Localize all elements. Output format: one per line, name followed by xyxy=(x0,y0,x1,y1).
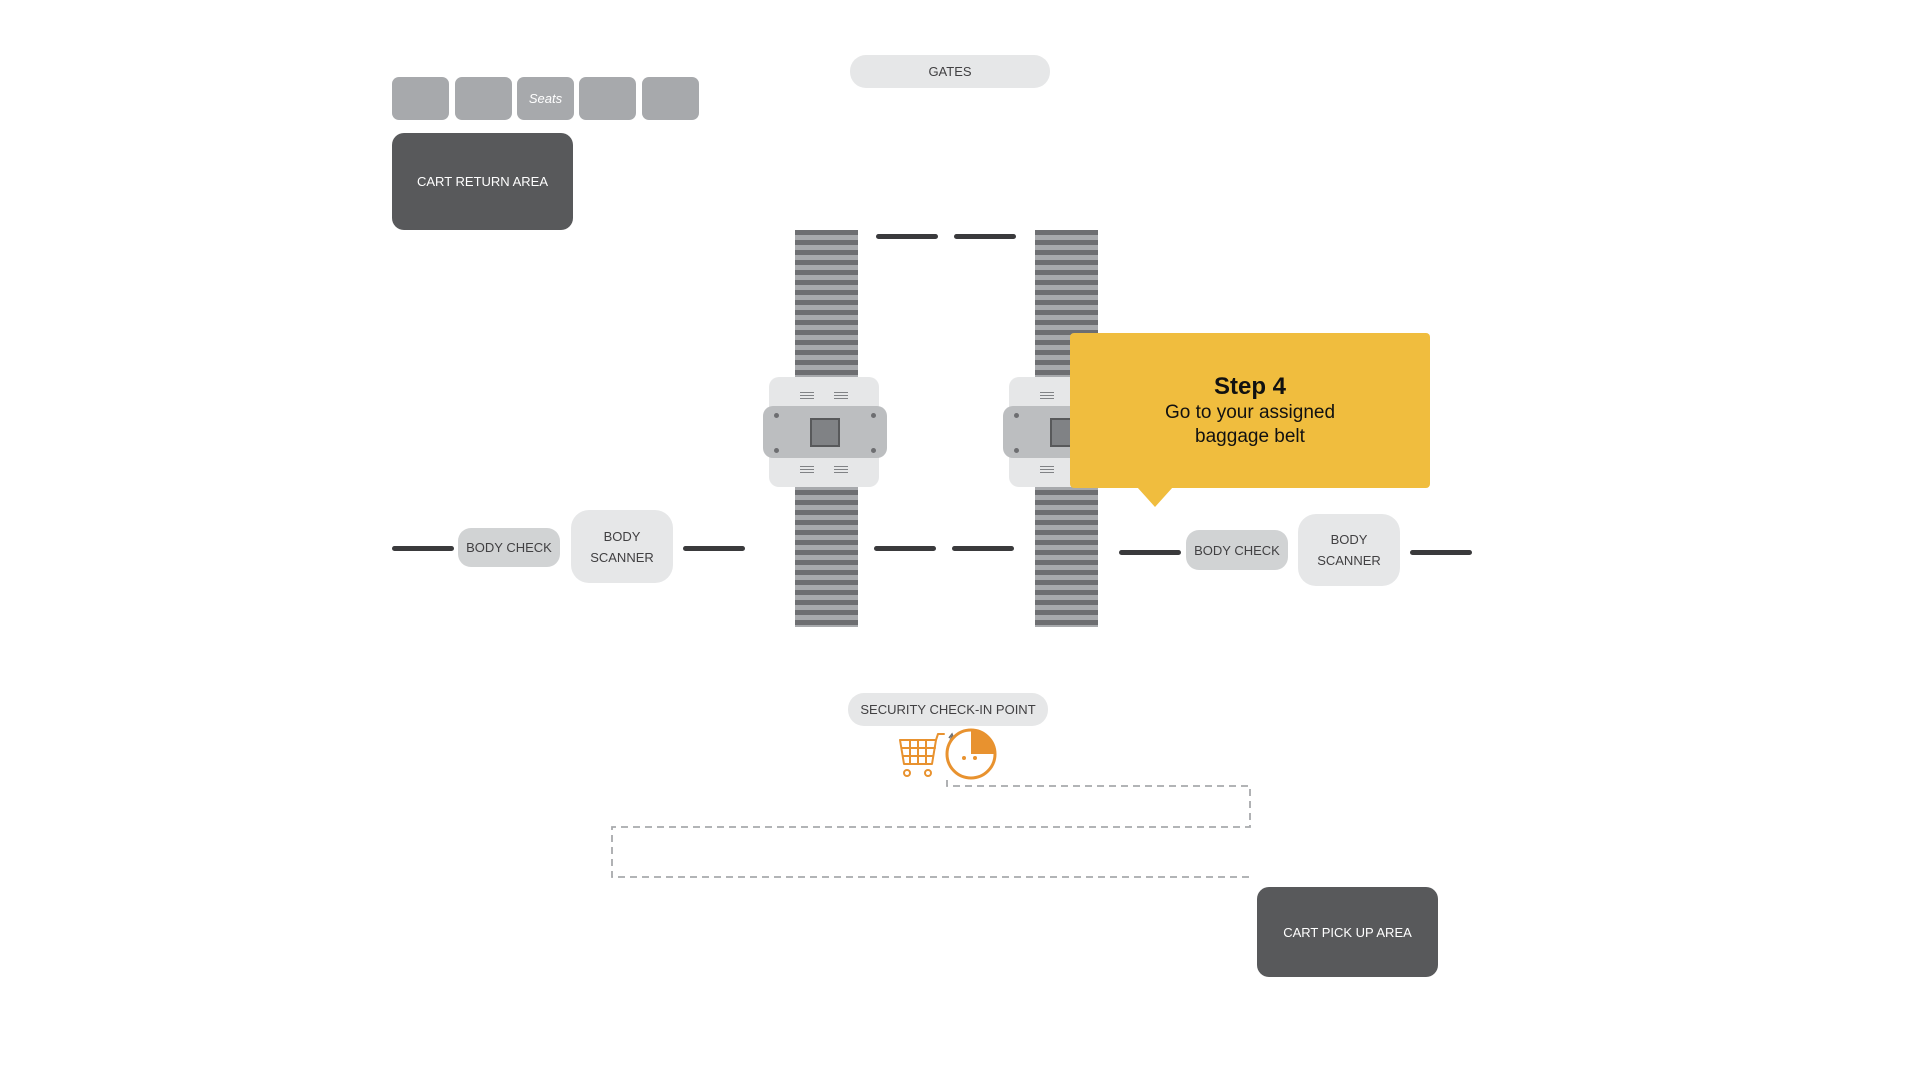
vent-icon xyxy=(1040,392,1054,399)
step-callout: Step 4 Go to your assigned baggage belt xyxy=(1070,333,1430,488)
shopping-cart-icon xyxy=(899,733,945,777)
seat-block-1 xyxy=(392,77,449,120)
security-checkin-label: SECURITY CHECK-IN POINT xyxy=(848,693,1048,726)
queue-rope-right-2 xyxy=(1410,550,1472,555)
callout-pointer xyxy=(1137,487,1173,507)
queue-rope-top-2 xyxy=(954,234,1016,239)
callout-line-2: baggage belt xyxy=(1195,425,1305,447)
seat-block-5 xyxy=(642,77,699,120)
gates-label: GATES xyxy=(850,55,1050,88)
callout-line-1: Go to your assigned xyxy=(1164,401,1336,423)
vent-icon xyxy=(800,392,814,399)
queue-rope-bottom-2 xyxy=(952,546,1014,551)
queue-path xyxy=(611,780,1251,878)
seat-block-4 xyxy=(579,77,636,120)
seats-label: Seats xyxy=(528,91,563,106)
queue-rope-bottom-1 xyxy=(874,546,936,551)
body-check-left: BODY CHECK xyxy=(458,528,560,567)
callout-title: Step 4 xyxy=(1213,372,1287,400)
queue-rope-left-2 xyxy=(683,546,745,551)
cart-return-area: CART RETURN AREA xyxy=(392,133,573,230)
body-check-right: BODY CHECK xyxy=(1186,530,1288,570)
vent-icon xyxy=(800,466,814,473)
cart-pickup-area: CART PICK UP AREA xyxy=(1257,887,1438,977)
vent-icon xyxy=(834,466,848,473)
seat-block-seats: Seats xyxy=(517,77,574,120)
queue-rope-top-1 xyxy=(876,234,938,239)
person-head-icon xyxy=(945,728,997,780)
vent-icon xyxy=(1040,466,1054,473)
xray-window xyxy=(810,418,840,447)
queue-rope-right-1 xyxy=(1119,550,1181,555)
vent-icon xyxy=(834,392,848,399)
queue-rope-left-1 xyxy=(392,546,454,551)
seat-block-2 xyxy=(455,77,512,120)
